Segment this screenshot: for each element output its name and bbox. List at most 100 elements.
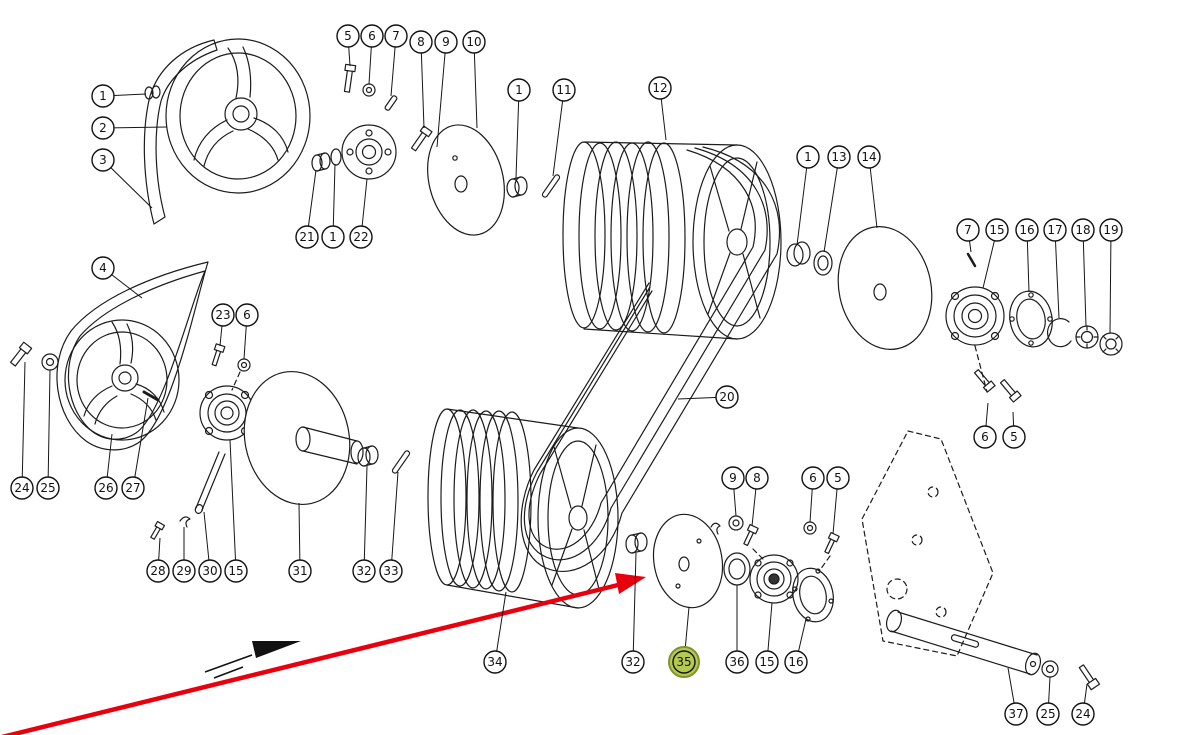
svg-text:36: 36 xyxy=(729,655,744,669)
callout-5[interactable]: 5 xyxy=(336,24,360,48)
svg-text:26: 26 xyxy=(98,481,113,495)
callout-37[interactable]: 37 xyxy=(1004,702,1028,726)
callout-19[interactable]: 19 xyxy=(1099,218,1123,242)
callout-9[interactable]: 9 xyxy=(434,30,458,54)
svg-text:13: 13 xyxy=(831,150,846,164)
callout-29[interactable]: 29 xyxy=(172,559,196,583)
svg-text:6: 6 xyxy=(809,471,817,485)
svg-text:22: 22 xyxy=(353,230,368,244)
pin-33-drawing xyxy=(391,450,411,474)
callout-6[interactable]: 6 xyxy=(360,24,384,48)
bushings-21-1-drawing xyxy=(311,148,342,172)
callout-32[interactable]: 32 xyxy=(352,559,376,583)
svg-text:32: 32 xyxy=(625,655,640,669)
svg-text:15: 15 xyxy=(989,223,1004,237)
callout-7[interactable]: 7 xyxy=(956,218,980,242)
callout-21[interactable]: 21 xyxy=(295,225,319,249)
cover-disc-10-drawing xyxy=(427,124,505,236)
svg-text:16: 16 xyxy=(788,655,803,669)
clip-29-drawing xyxy=(179,516,191,528)
callout-25[interactable]: 25 xyxy=(1036,702,1060,726)
callout-2[interactable]: 2 xyxy=(91,116,115,140)
key-7-drawing xyxy=(384,95,398,111)
bolt-5-drawing xyxy=(343,63,357,93)
svg-text:9: 9 xyxy=(442,35,450,49)
callout-27[interactable]: 27 xyxy=(121,476,145,500)
leader-line-34 xyxy=(494,591,507,663)
leader-line-9 xyxy=(436,41,447,148)
callout-5[interactable]: 5 xyxy=(826,466,850,490)
callout-1[interactable]: 1 xyxy=(321,225,345,249)
bolt-28-drawing xyxy=(150,520,166,540)
callout-8[interactable]: 8 xyxy=(409,30,433,54)
svg-text:24: 24 xyxy=(1075,707,1090,721)
callout-24[interactable]: 24 xyxy=(1071,702,1095,726)
callout-1[interactable]: 1 xyxy=(796,145,820,169)
callout-1[interactable]: 1 xyxy=(507,78,531,102)
drawing-layer xyxy=(9,38,1123,691)
callout-25[interactable]: 25 xyxy=(36,476,60,500)
svg-text:23: 23 xyxy=(215,308,230,322)
leader-line-11 xyxy=(552,89,565,177)
callout-6[interactable]: 6 xyxy=(973,425,997,449)
callout-5[interactable]: 5 xyxy=(1002,425,1026,449)
pin-11-drawing xyxy=(541,174,561,198)
leader-line-18 xyxy=(1082,229,1087,327)
callout-16[interactable]: 16 xyxy=(1015,218,1039,242)
callout-36[interactable]: 36 xyxy=(725,650,749,674)
leader-line-8 xyxy=(420,41,425,129)
callout-32[interactable]: 32 xyxy=(621,650,645,674)
callout-1[interactable]: 1 xyxy=(91,84,115,108)
leader-line-32 xyxy=(632,552,637,663)
callout-16[interactable]: 16 xyxy=(784,650,808,674)
callout-30[interactable]: 30 xyxy=(198,559,222,583)
leader-line-33 xyxy=(390,471,399,572)
callout-15[interactable]: 15 xyxy=(985,218,1009,242)
callout-8[interactable]: 8 xyxy=(745,466,769,490)
callout-11[interactable]: 11 xyxy=(552,78,576,102)
callout-31[interactable]: 31 xyxy=(288,559,312,583)
leader-line-1 xyxy=(332,163,336,238)
callout-33[interactable]: 33 xyxy=(379,559,403,583)
callout-28[interactable]: 28 xyxy=(146,559,170,583)
callout-6[interactable]: 6 xyxy=(801,466,825,490)
svg-text:6: 6 xyxy=(368,29,376,43)
callout-9[interactable]: 9 xyxy=(721,466,745,490)
callout-26[interactable]: 26 xyxy=(94,476,118,500)
svg-text:15: 15 xyxy=(228,564,243,578)
callout-12[interactable]: 12 xyxy=(648,76,672,100)
ring-36-drawing xyxy=(723,552,751,586)
callout-17[interactable]: 17 xyxy=(1043,218,1067,242)
callout-15[interactable]: 15 xyxy=(755,650,779,674)
bolts-6-5-right-drawing xyxy=(973,369,1022,403)
callout-20[interactable]: 20 xyxy=(715,385,739,409)
callout-35[interactable]: 35 xyxy=(668,646,700,678)
svg-text:15: 15 xyxy=(759,655,774,669)
svg-text:8: 8 xyxy=(417,35,425,49)
hub-flange-22-drawing xyxy=(341,124,397,180)
callout-3[interactable]: 3 xyxy=(91,148,115,172)
bushing-1-drawing xyxy=(506,176,528,198)
svg-text:20: 20 xyxy=(719,390,734,404)
callout-24[interactable]: 24 xyxy=(10,476,34,500)
callout-14[interactable]: 14 xyxy=(857,145,881,169)
callout-13[interactable]: 13 xyxy=(827,145,851,169)
svg-text:4: 4 xyxy=(99,261,107,275)
callout-34[interactable]: 34 xyxy=(483,650,507,674)
leader-line-32 xyxy=(363,465,368,572)
callout-10[interactable]: 10 xyxy=(462,30,486,54)
callout-7[interactable]: 7 xyxy=(384,24,408,48)
callout-23[interactable]: 23 xyxy=(211,303,235,327)
svg-text:3: 3 xyxy=(99,153,107,167)
callout-4[interactable]: 4 xyxy=(91,256,115,280)
svg-text:37: 37 xyxy=(1008,707,1023,721)
callout-6[interactable]: 6 xyxy=(235,303,259,327)
svg-text:30: 30 xyxy=(202,564,217,578)
svg-text:27: 27 xyxy=(125,481,140,495)
svg-text:1: 1 xyxy=(515,83,523,97)
callout-22[interactable]: 22 xyxy=(349,225,373,249)
washer-6-drawing xyxy=(362,83,376,97)
callout-18[interactable]: 18 xyxy=(1071,218,1095,242)
callout-15[interactable]: 15 xyxy=(224,559,248,583)
